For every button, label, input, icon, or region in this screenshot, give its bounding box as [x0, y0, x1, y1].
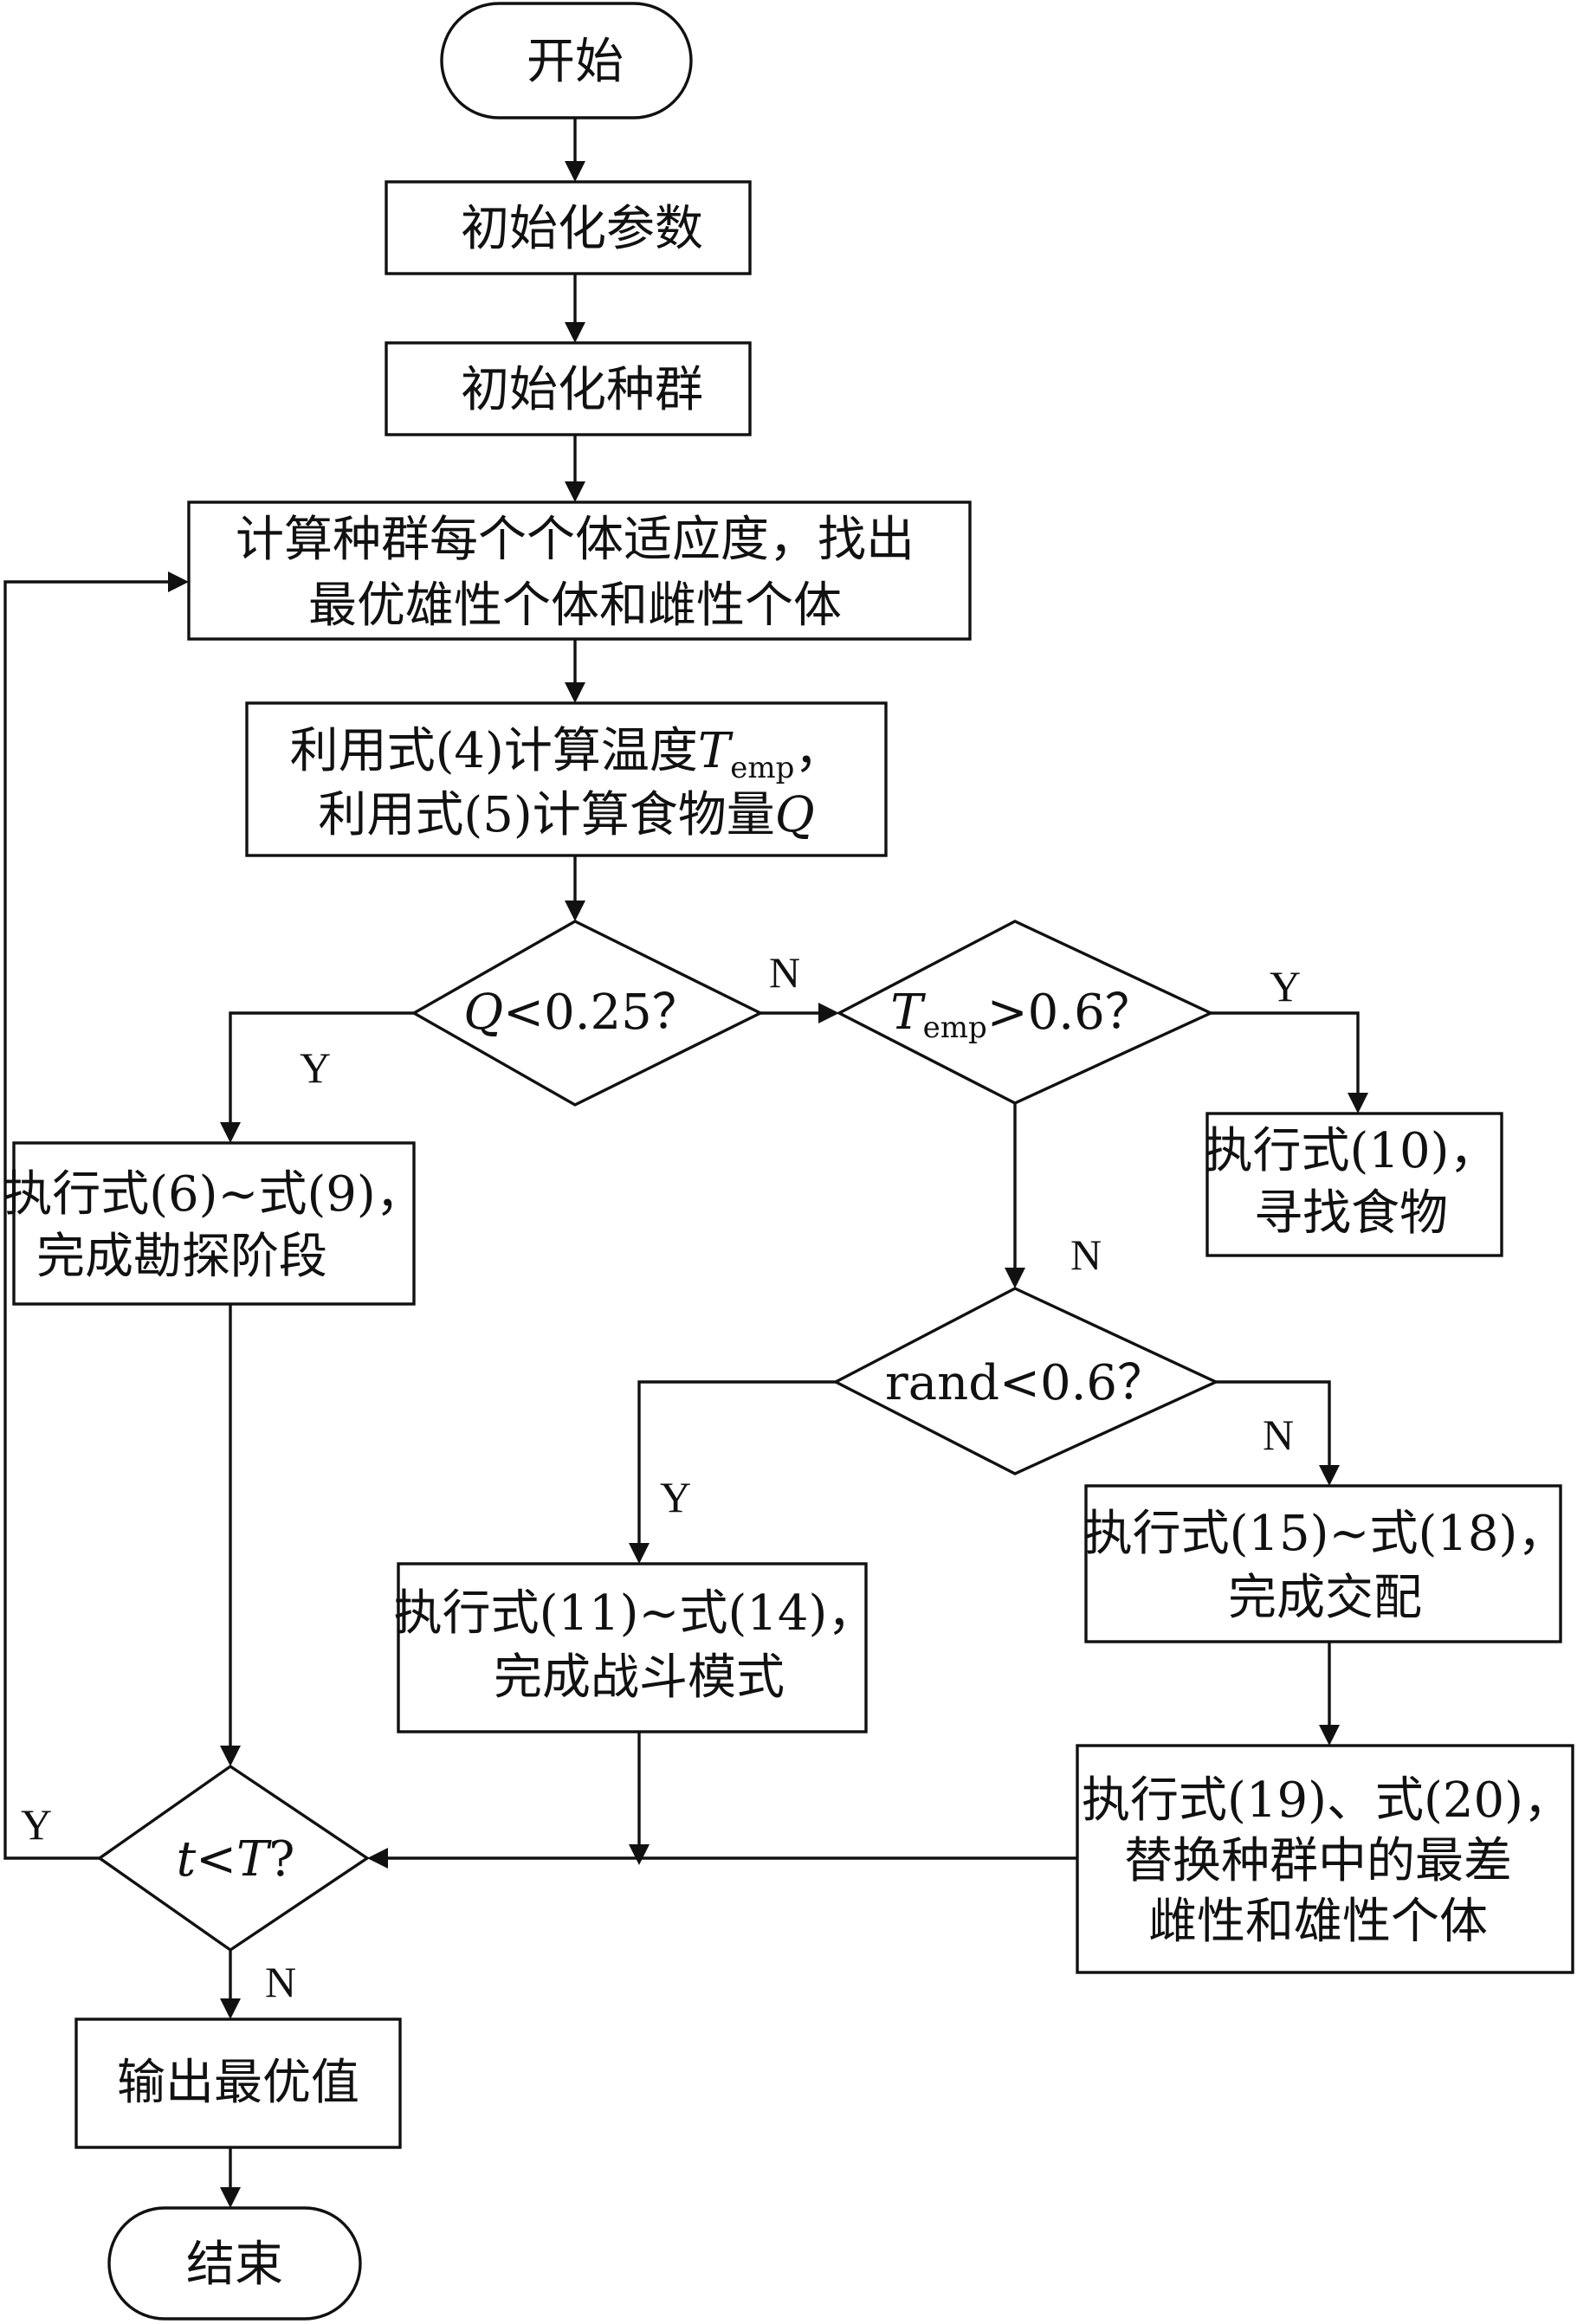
decision-food-label: Q<0.25？: [463, 984, 701, 1041]
end-label: 结束: [186, 2237, 283, 2293]
decision-temp-symbol: T: [890, 984, 926, 1041]
arrowhead: [220, 1746, 241, 1766]
decision-temp-no-label: N: [1070, 1230, 1102, 1279]
decision-iter-lt: <: [196, 1831, 236, 1888]
compute-fitness-line1: 计算种群每个个体适应度，找出: [236, 512, 915, 568]
decision-temp: Temp>0.6？: [836, 920, 1215, 1105]
decision-rand: rand<0.6？: [832, 1287, 1220, 1475]
decision-iteration: t<T?: [97, 1764, 371, 1953]
decision-food: Q<0.25？: [410, 920, 764, 1107]
arrow-decision-rand-y-to-fight-mode: [637, 1380, 836, 1543]
replace-worst-line3: 雌性和雄性个体: [1148, 1894, 1488, 1950]
init-params-label: 初始化参数: [461, 201, 703, 257]
replace-worst-line2: 替换种群中的最差: [1124, 1833, 1512, 1889]
decision-iter-yes-label: Y: [21, 1800, 52, 1849]
find-food-line2: 寻找食物: [1254, 1185, 1448, 1242]
find-food-process: 执行式(10)， 寻找食物: [1205, 1112, 1503, 1257]
replace-worst-line1: 执行式(19)、式(20)，: [1082, 1772, 1572, 1829]
arrowhead: [220, 1998, 241, 2019]
arrow-decision-iter-y-loop-to-fitness: [3, 580, 168, 1860]
mating-process: 执行式(15)~式(18)， 完成交配: [1084, 1484, 1567, 1643]
output-best-process: 输出最优值: [74, 2017, 402, 2149]
arrow-decision-food-y-to-exploration: [229, 1011, 414, 1122]
decision-temp-rest: >0.6？: [987, 984, 1154, 1041]
arrowhead: [220, 2187, 241, 2208]
arrow-decision-temp-y-to-find-food: [1211, 1011, 1360, 1093]
init-params-process: 初始化参数: [385, 180, 752, 275]
temp-subscript: emp: [730, 751, 794, 785]
decision-iter-T: T: [236, 1831, 272, 1888]
arrowhead: [565, 322, 585, 343]
compute-temp-line: 利用式(4)计算温度Temp，: [290, 723, 843, 785]
compute-temp-prefix: 利用式(4)计算温度: [290, 723, 698, 779]
replace-worst-process: 执行式(19)、式(20)， 替换种群中的最差 雌性和雄性个体: [1076, 1744, 1574, 1974]
decision-rand-yes-label: Y: [660, 1473, 691, 1521]
exploration-process: 执行式(6)~式(9)， 完成勘探阶段: [3, 1141, 424, 1306]
decision-iter-t: t: [177, 1831, 197, 1888]
decision-temp-yes-label: Y: [1270, 962, 1301, 1010]
connectors: [3, 118, 1360, 2187]
arrow-decision-rand-n-to-mating: [1216, 1380, 1331, 1465]
branch-labels: N Y Y N Y N Y N: [21, 948, 1301, 2006]
output-best-label: 输出最优值: [117, 2055, 359, 2111]
mating-line2: 完成交配: [1228, 1570, 1422, 1626]
init-population-label: 初始化种群: [461, 362, 703, 418]
arrowhead: [629, 1543, 650, 1564]
init-population-process: 初始化种群: [385, 341, 752, 436]
exploration-line1: 执行式(6)~式(9)，: [3, 1166, 424, 1223]
arrowhead: [818, 1003, 839, 1023]
arrowhead: [1319, 1465, 1340, 1486]
decision-food-rest: <0.25？: [503, 984, 701, 1041]
decision-iter-label: t<T?: [177, 1831, 295, 1888]
fight-mode-line1: 执行式(11)~式(14)，: [394, 1585, 876, 1642]
arrowhead: [565, 481, 585, 502]
compute-temp-food-process: 利用式(4)计算温度Temp， 利用式(5)计算食物量Q: [245, 701, 888, 857]
arrowhead: [1348, 1093, 1368, 1114]
arrowhead: [565, 682, 585, 703]
decision-rand-no-label: N: [1263, 1411, 1294, 1459]
compute-temp-suffix: ，: [794, 723, 843, 779]
compute-fitness-line2: 最优雄性个体和雌性个体: [308, 578, 842, 634]
decision-food-no-label: N: [769, 948, 800, 997]
arrowhead: [168, 571, 189, 592]
find-food-line1: 执行式(10)，: [1205, 1123, 1498, 1179]
start-terminal: 开始: [440, 2, 693, 119]
arrowhead: [629, 1844, 650, 1865]
start-label: 开始: [527, 34, 624, 90]
compute-food-prefix: 利用式(5)计算食物量: [318, 787, 774, 843]
mating-line1: 执行式(15)~式(18)，: [1084, 1506, 1567, 1562]
decision-food-yes-label: Y: [300, 1043, 331, 1092]
end-terminal: 结束: [107, 2206, 362, 2321]
compute-food-line: 利用式(5)计算食物量Q: [318, 787, 814, 843]
compute-fitness-process: 计算种群每个个体适应度，找出 最优雄性个体和雌性个体: [187, 500, 972, 641]
decision-temp-label: Temp>0.6？: [890, 984, 1153, 1045]
fight-mode-line2: 完成战斗模式: [494, 1649, 785, 1706]
arrowheads: [168, 161, 1368, 2208]
decision-rand-label: rand<0.6？: [885, 1355, 1166, 1411]
arrowhead: [1005, 1268, 1025, 1288]
exploration-line2: 完成勘探阶段: [36, 1229, 327, 1285]
arrowhead: [367, 1848, 388, 1869]
temp-symbol: T: [698, 723, 734, 779]
arrowhead: [565, 161, 585, 182]
fight-mode-process: 执行式(11)~式(14)， 完成战斗模式: [394, 1562, 876, 1733]
decision-food-symbol: Q: [463, 984, 503, 1041]
arrowhead: [565, 901, 585, 921]
decision-iter-no-label: N: [265, 1958, 296, 2006]
food-symbol: Q: [775, 787, 815, 843]
decision-temp-subscript: emp: [923, 1010, 987, 1045]
arrowhead: [220, 1122, 241, 1143]
arrowhead: [1319, 1725, 1340, 1746]
decision-iter-q: ?: [268, 1831, 294, 1888]
